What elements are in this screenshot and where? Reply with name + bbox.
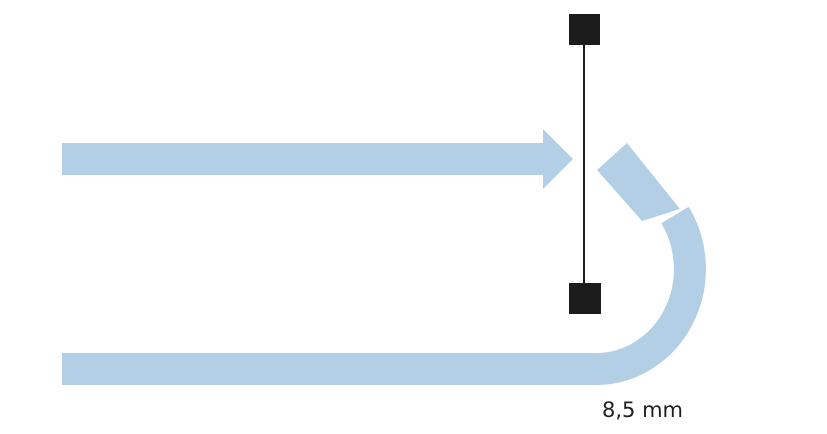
curved-arrow-body — [62, 206, 706, 385]
curved-arrow — [62, 143, 706, 385]
target-top-end — [569, 14, 600, 45]
straight-arrow-shaft — [62, 143, 547, 175]
target-bottom-end — [569, 283, 601, 314]
target-line-assembly — [569, 14, 601, 314]
curved-arrow-head — [597, 143, 680, 221]
dimension-label: 8,5 mm — [602, 398, 683, 422]
straight-arrow — [62, 129, 573, 189]
straight-arrow-head — [543, 129, 573, 189]
